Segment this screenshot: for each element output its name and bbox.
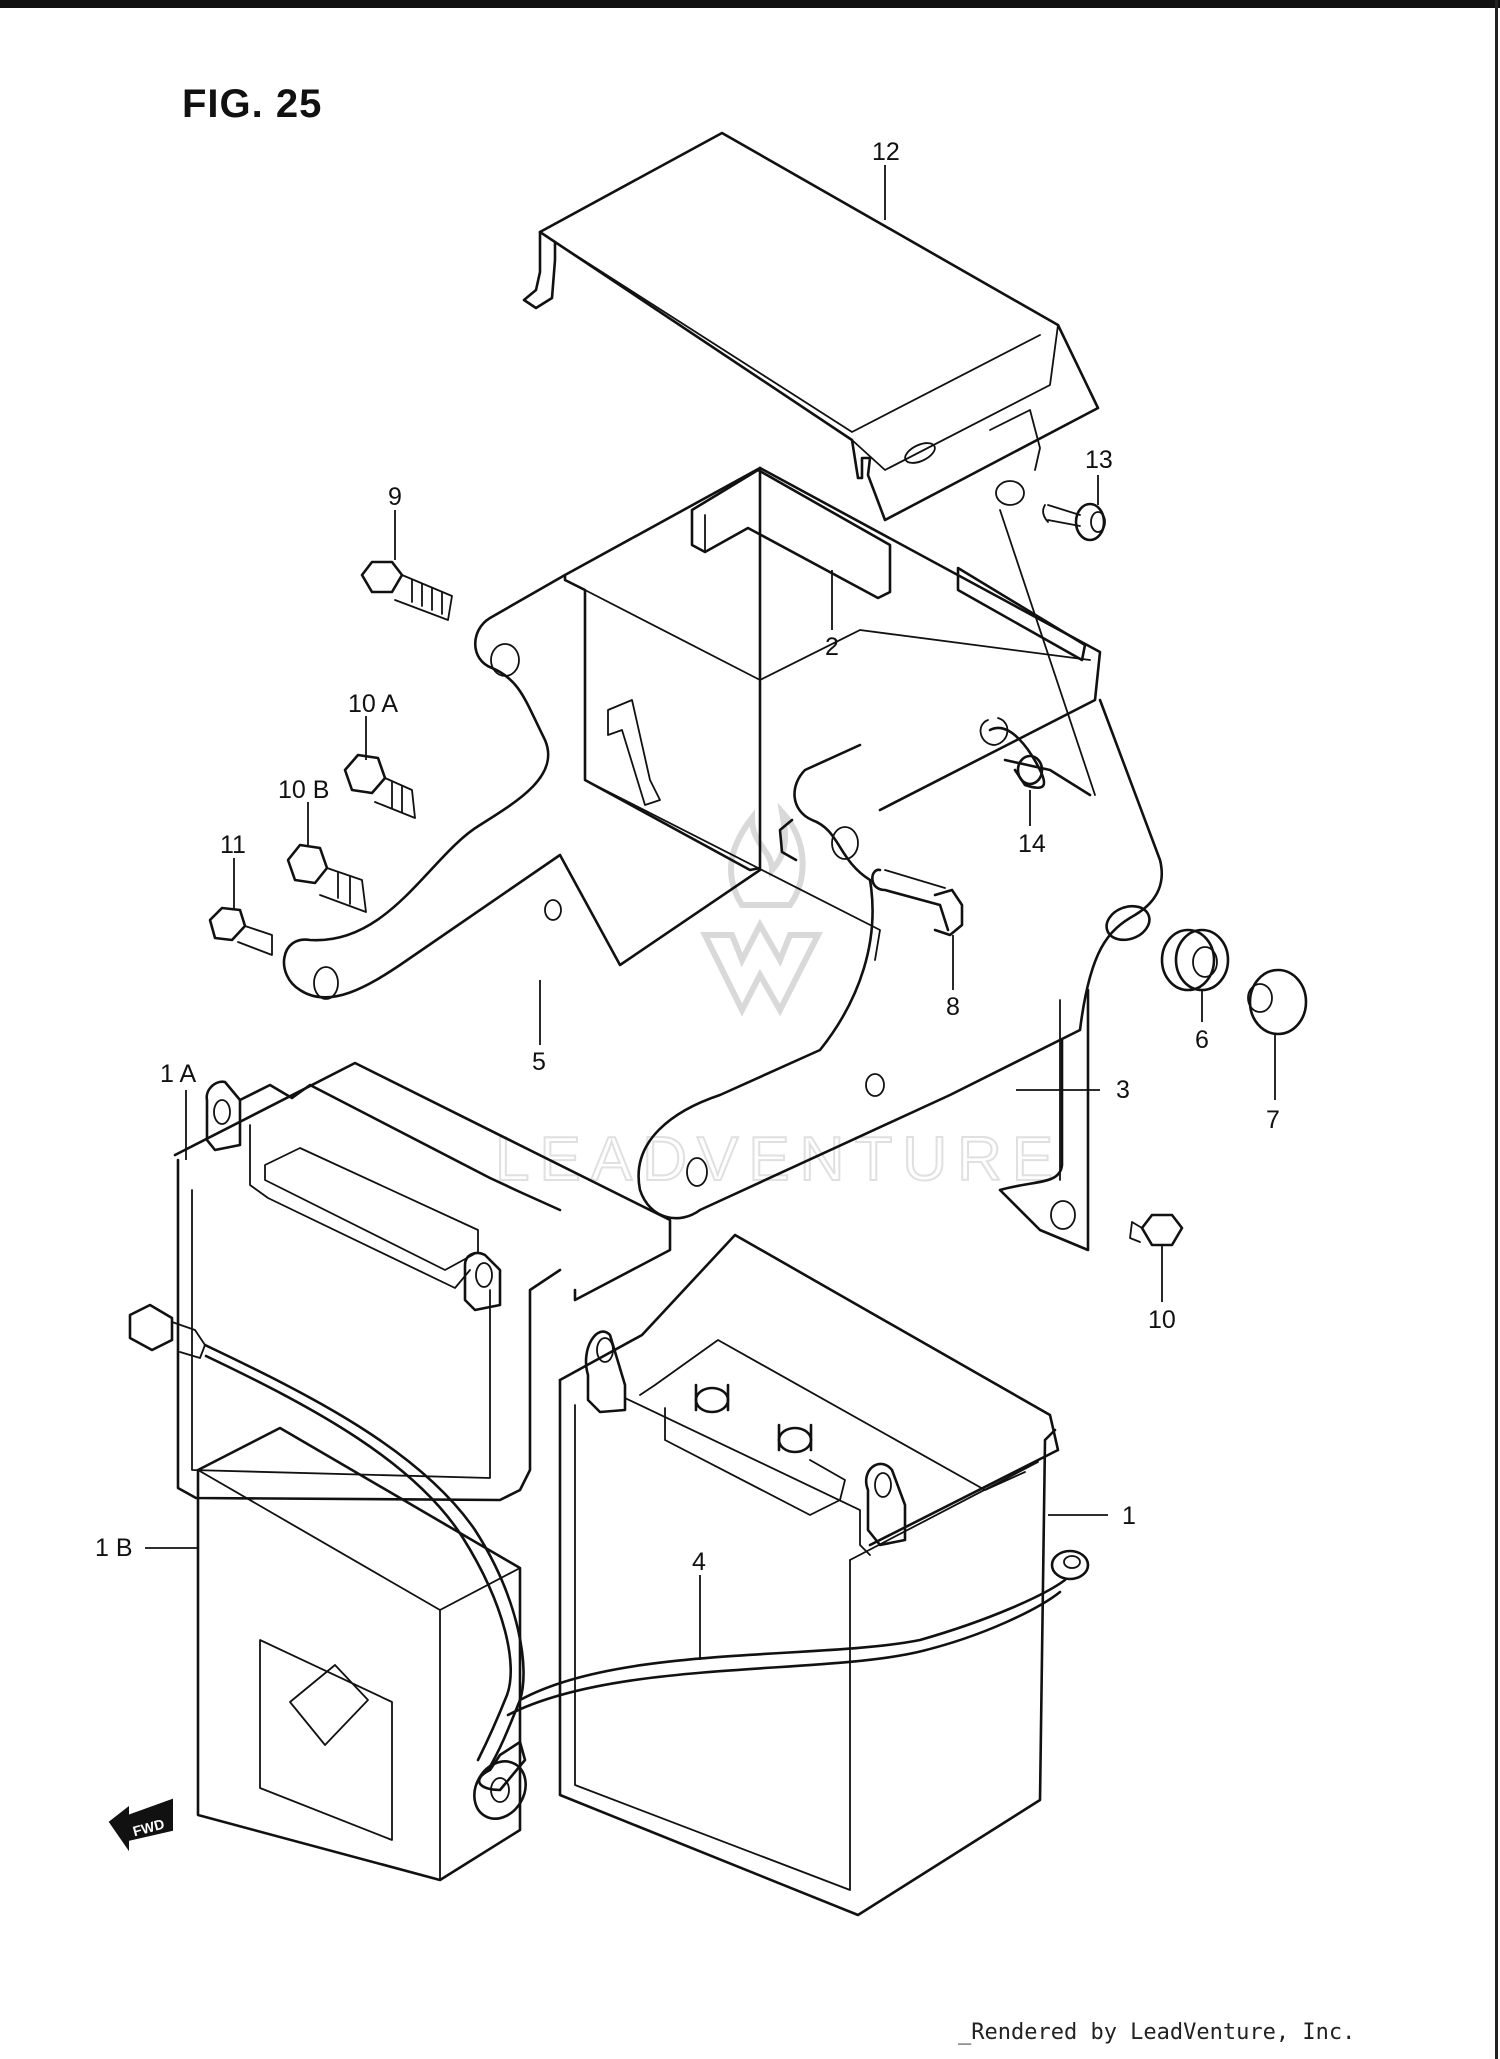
watermark-text: LEADVENTURE [495,1125,1063,1194]
part-7-collar [1247,968,1308,1036]
callout-labels: 12 13 9 2 10 A 10 B 14 11 8 6 1 A 5 3 7 … [95,138,1280,1576]
callout-10b: 10 B [278,776,329,804]
part-1a-battery [173,1061,672,1502]
callout-9: 9 [388,483,402,511]
part-3-plate [998,988,1090,1252]
part-2-pad [690,468,1087,662]
fwd-direction-arrow: FWD [108,1798,173,1852]
callout-5: 5 [532,1048,546,1076]
callout-8: 8 [946,993,960,1021]
callout-4: 4 [692,1548,706,1576]
part-10b-bolt [286,843,367,913]
part-9-bolt [360,560,453,621]
callout-12: 12 [872,138,900,166]
watermark-logo: LEADVENTURE [494,802,1063,1195]
part-8-bolt [871,868,964,937]
part-12-cover [522,131,1100,522]
callout-14: 14 [1018,830,1046,858]
callout-1a: 1 A [160,1060,196,1088]
part-1-battery [558,1233,1060,1917]
part-11-screw [208,906,273,956]
callout-3: 3 [1116,1076,1130,1104]
figure-title: FIG. 25 [182,82,323,126]
callout-1: 1 [1122,1502,1136,1530]
part-14-nut [988,509,1096,797]
callout-11: 11 [220,831,246,859]
callout-10a: 10 A [348,690,398,718]
part-4-cable [128,1303,1090,1820]
callout-10: 10 [1148,1306,1176,1334]
footer-credit: _Rendered by LeadVenture, Inc. [958,2020,1356,2045]
callout-6: 6 [1195,1026,1209,1054]
top-border [0,0,1500,8]
fwd-label: FWD [131,1816,166,1840]
part-10-bolt [1129,1213,1184,1247]
part-1b-battery [196,1426,522,1882]
callout-1b: 1 B [95,1534,133,1562]
part-13-bolt [1042,502,1106,542]
part-6-grommet [1160,928,1230,992]
part-10a-bolt [343,753,416,819]
leader-lines [145,165,1276,1660]
callout-2: 2 [825,633,839,661]
part-5-holder [282,466,1164,1220]
right-border [1495,0,1498,2059]
callout-7: 7 [1266,1106,1280,1134]
callout-13: 13 [1085,446,1113,474]
